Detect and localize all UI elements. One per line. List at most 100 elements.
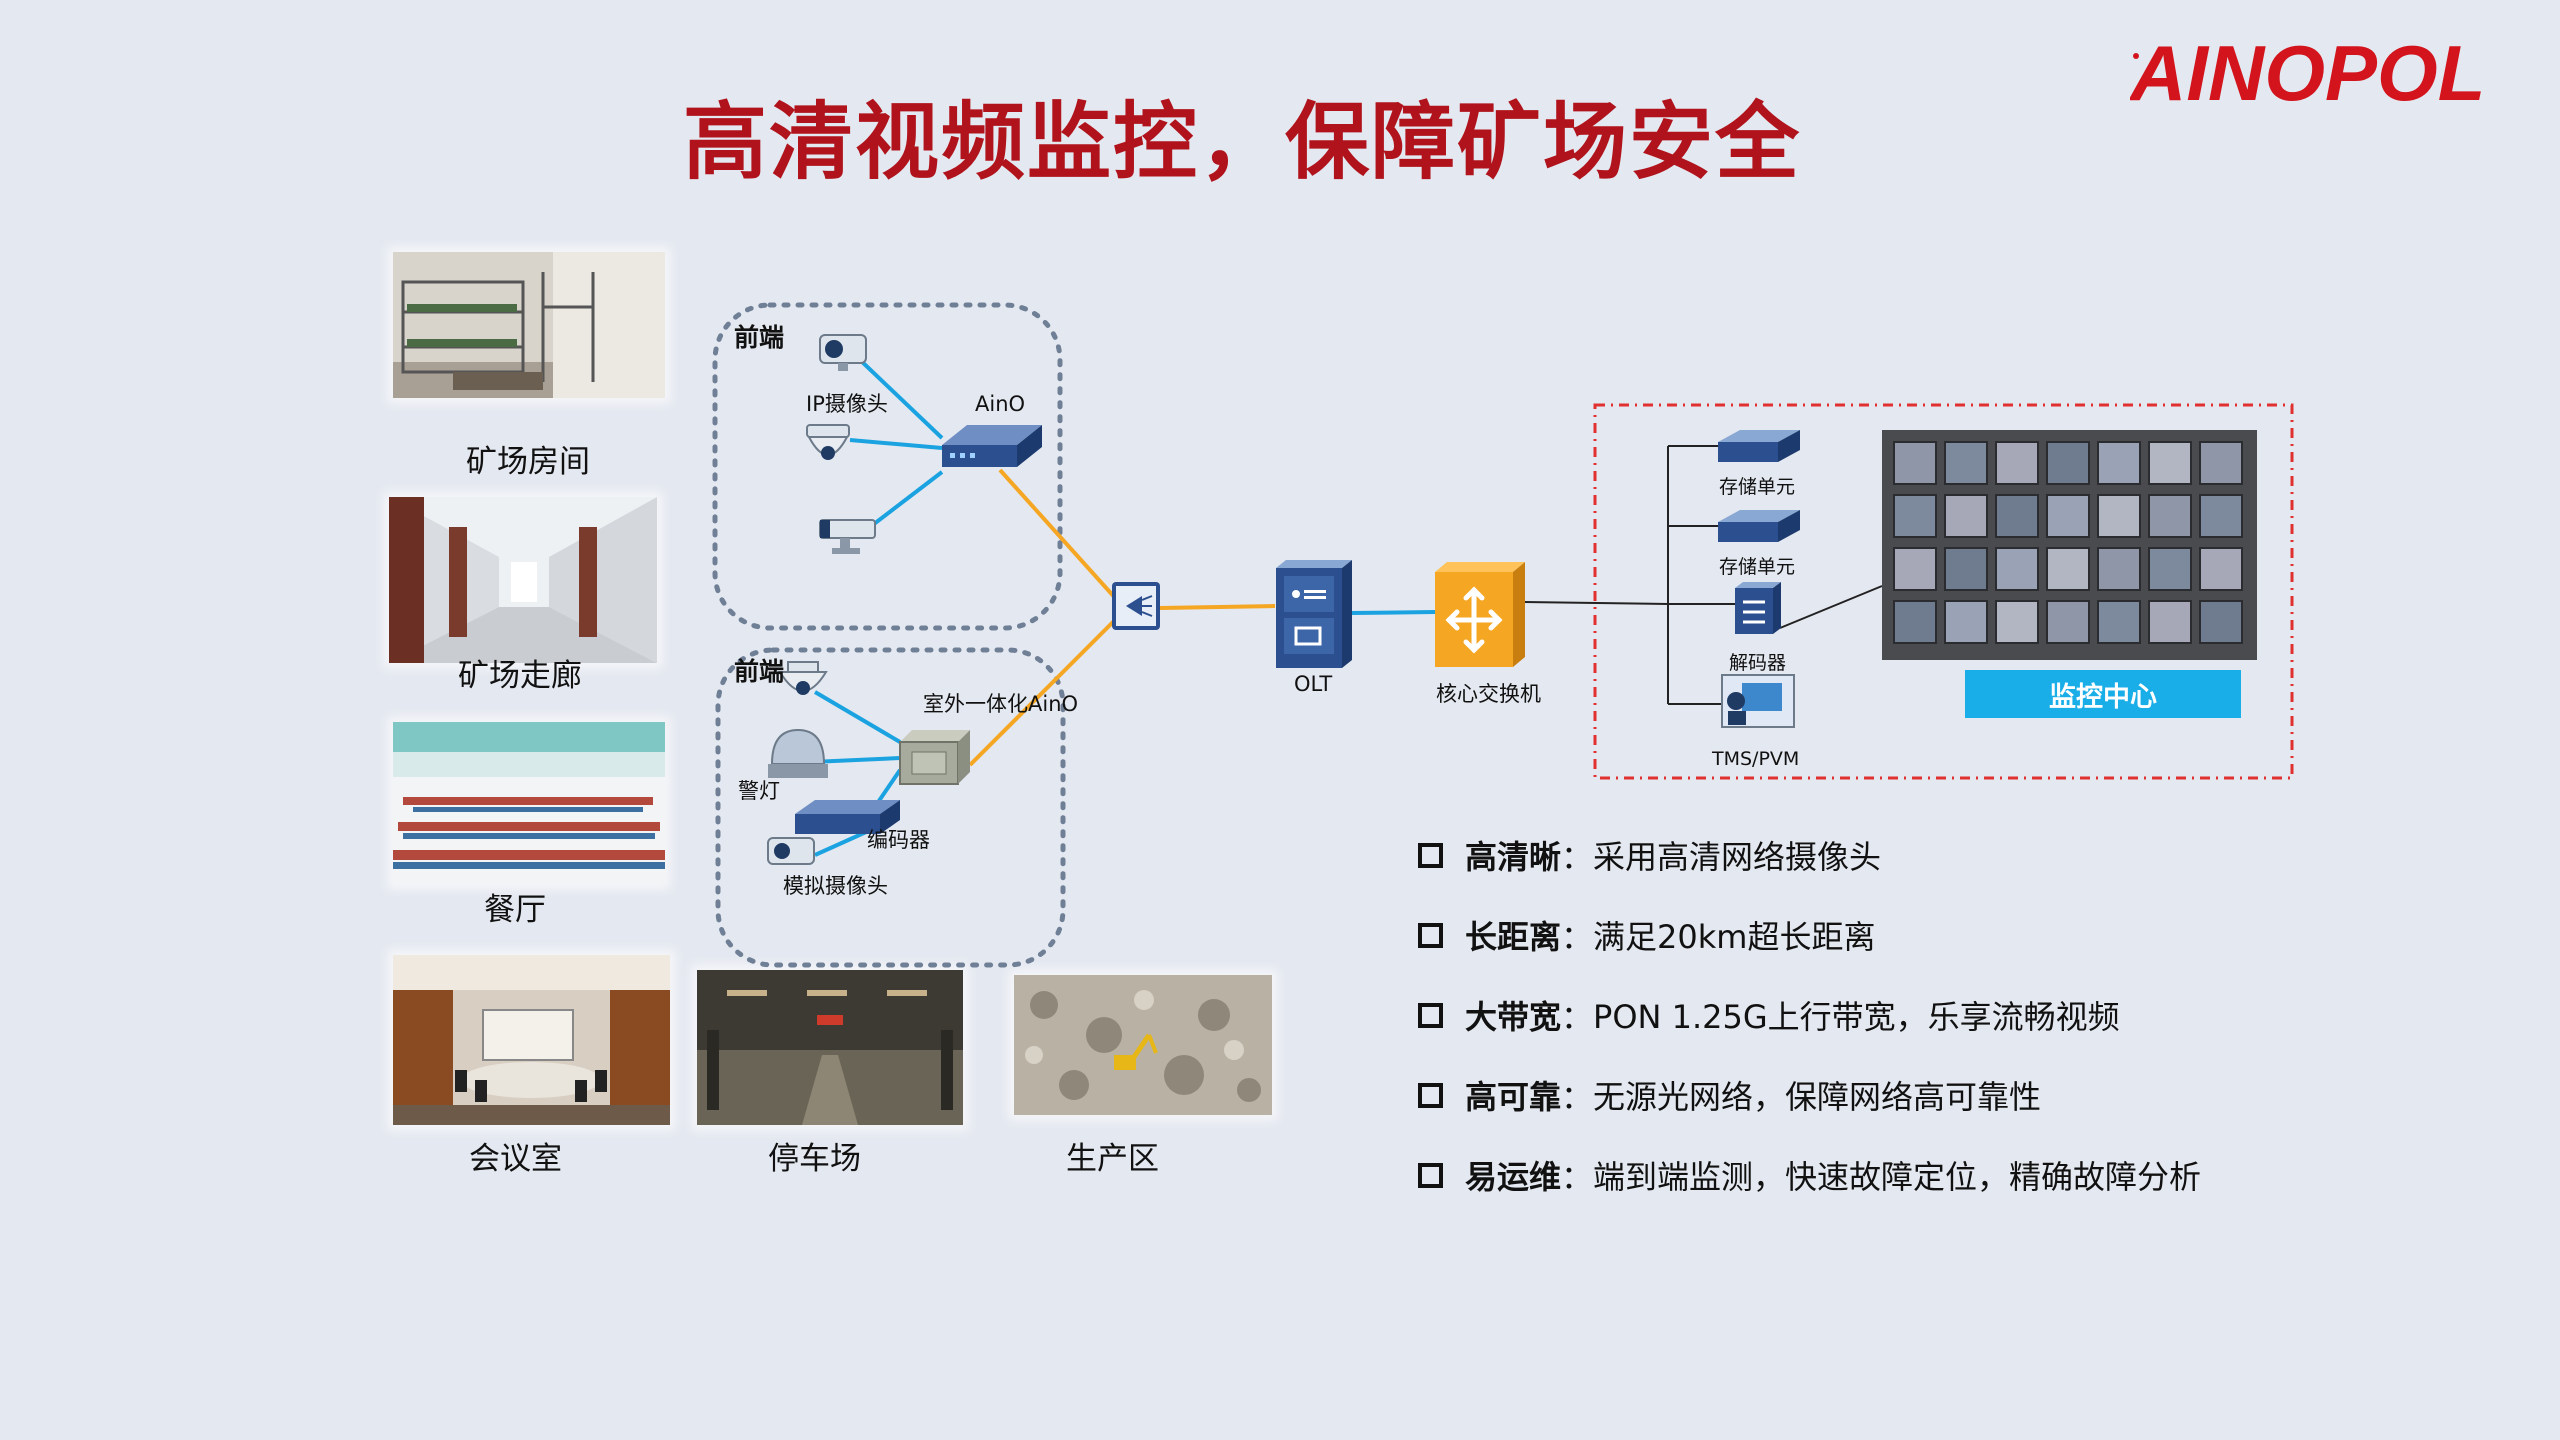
feature-sep: ： — [1561, 918, 1594, 956]
feature-item: 高清晰：采用高清网络摄像头 — [1418, 832, 1881, 878]
storage-unit-1-label: 存储单元 — [1719, 476, 1796, 498]
video-wall-screen — [1944, 600, 1988, 644]
video-wall-screen — [2046, 547, 2090, 591]
ainopol-logo: AINOPOL — [2128, 28, 2535, 118]
video-wall-screen — [2199, 494, 2243, 538]
bullet-square-icon — [1418, 922, 1443, 948]
front-end-top-title: 前端 — [734, 323, 785, 352]
splitter-icon — [1112, 582, 1160, 630]
front-end-top-frame — [712, 302, 1063, 631]
video-wall-screen — [1995, 600, 2039, 644]
ptz-camera-icon — [778, 661, 828, 695]
scene-caption-parking: 停车场 — [768, 1141, 861, 1177]
video-wall-image — [1882, 430, 2257, 660]
decoder-label: 解码器 — [1729, 652, 1787, 674]
bullet-square-icon — [1418, 1082, 1443, 1108]
warning-light-icon — [768, 728, 828, 778]
monitoring-frame — [1593, 403, 2294, 780]
video-wall-screen — [1995, 441, 2039, 485]
outdoor-aino-label: 室外一体化AinO — [923, 692, 1079, 716]
feature-item: 高可靠：无源光网络，保障网络高可靠性 — [1418, 1072, 2041, 1118]
video-wall-screen — [2046, 494, 2090, 538]
video-wall-screen — [2199, 600, 2243, 644]
ethernet-link-olt-core — [1351, 610, 1436, 615]
ethernet-link-ipcam1 — [856, 356, 944, 440]
video-wall-screen — [1893, 494, 1937, 538]
dome-camera-icon — [806, 424, 850, 460]
video-wall-screen — [1995, 494, 2039, 538]
bullet-square-icon — [1418, 1002, 1443, 1028]
front-end-bottom-frame — [715, 647, 1066, 968]
video-wall-screen — [1893, 600, 1937, 644]
warning-light-label: 警灯 — [738, 779, 780, 803]
video-wall-screen — [2148, 441, 2192, 485]
video-wall-screen — [2199, 441, 2243, 485]
feature-item: 大带宽：PON 1.25G上行带宽，乐享流畅视频 — [1418, 992, 2120, 1038]
feature-text: 无源光网络，保障网络高可靠性 — [1593, 1078, 2042, 1116]
olt-label: OLT — [1294, 672, 1333, 696]
video-wall-screen — [2097, 547, 2141, 591]
video-wall-screen — [2148, 547, 2192, 591]
scene-photo-canteen — [393, 722, 665, 884]
video-wall-screen — [2046, 600, 2090, 644]
feature-key: 易运维 — [1465, 1158, 1562, 1196]
video-wall-screen — [2097, 600, 2141, 644]
bullet-square-icon — [1418, 842, 1443, 868]
bullet-square-icon — [1418, 1162, 1443, 1188]
video-wall-screen — [1995, 547, 2039, 591]
feature-sep: ： — [1561, 838, 1594, 876]
scene-caption-meeting: 会议室 — [469, 1141, 562, 1177]
fiber-link-olt — [1159, 604, 1276, 610]
video-wall-screen — [2097, 441, 2141, 485]
bullet-camera-icon — [819, 519, 876, 554]
link-decoder-videowall — [1779, 585, 1883, 629]
analog-camera-label: 模拟摄像头 — [783, 874, 888, 898]
ethernet-link-ptz — [813, 690, 902, 744]
ip-camera-icon — [819, 334, 867, 371]
feature-text: 端到端监测，快速故障定位，精确故障分析 — [1593, 1158, 2202, 1196]
video-wall-screen — [1893, 441, 1937, 485]
ethernet-link-light — [811, 756, 901, 764]
scene-photo-parking — [697, 970, 963, 1125]
video-wall-screen — [2148, 494, 2192, 538]
core-switch-label: 核心交换机 — [1436, 682, 1541, 706]
feature-text: 满足20km超长距离 — [1593, 918, 1876, 956]
feature-sep: ： — [1561, 998, 1594, 1036]
feature-text: PON 1.25G上行带宽，乐享流畅视频 — [1593, 998, 2120, 1036]
scene-photo-meeting — [393, 955, 670, 1125]
fiber-link-aino — [998, 468, 1119, 602]
video-wall-screen — [1893, 547, 1937, 591]
scene-photo-corridor — [389, 497, 657, 663]
feature-key: 高可靠 — [1465, 1078, 1562, 1116]
logo-wordmark: AINOPOL — [2130, 29, 2485, 117]
scene-caption-production: 生产区 — [1066, 1141, 1159, 1177]
video-wall-screen — [2097, 494, 2141, 538]
video-wall-screen — [1944, 441, 1988, 485]
feature-item: 长距离：满足20km超长距离 — [1418, 912, 1875, 958]
ethernet-link-ipcam2 — [849, 438, 943, 450]
video-wall-screen — [2148, 600, 2192, 644]
storage-unit-2-icon — [1718, 510, 1800, 542]
tms-pvm-label: TMS/PVM — [1712, 748, 1800, 770]
storage-unit-1-icon — [1718, 430, 1800, 462]
front-end-bottom-title: 前端 — [734, 657, 785, 686]
video-wall-screen — [2199, 547, 2243, 591]
ethernet-link-ipcam3 — [868, 470, 944, 529]
outdoor-aino-icon — [899, 730, 970, 785]
monitor-center-label: 监控中心 — [1965, 670, 2241, 718]
scene-caption-corridor: 矿场走廊 — [458, 658, 582, 694]
analog-camera-icon — [767, 837, 815, 865]
feature-sep: ： — [1561, 1078, 1594, 1116]
video-wall-screen — [1944, 494, 1988, 538]
page-title: 高清视频监控，保障矿场安全 — [683, 93, 1802, 191]
ip-camera-label: IP摄像头 — [806, 392, 888, 416]
olt-icon — [1276, 560, 1352, 668]
scene-caption-canteen: 餐厅 — [484, 892, 546, 928]
scene-photo-production — [1014, 975, 1272, 1115]
video-wall-screen — [2046, 441, 2090, 485]
feature-text: 采用高清网络摄像头 — [1593, 838, 1882, 876]
core-switch-icon — [1435, 562, 1525, 667]
feature-item: 易运维：端到端监测，快速故障定位，精确故障分析 — [1418, 1152, 2201, 1198]
feature-key: 高清晰 — [1465, 838, 1562, 876]
